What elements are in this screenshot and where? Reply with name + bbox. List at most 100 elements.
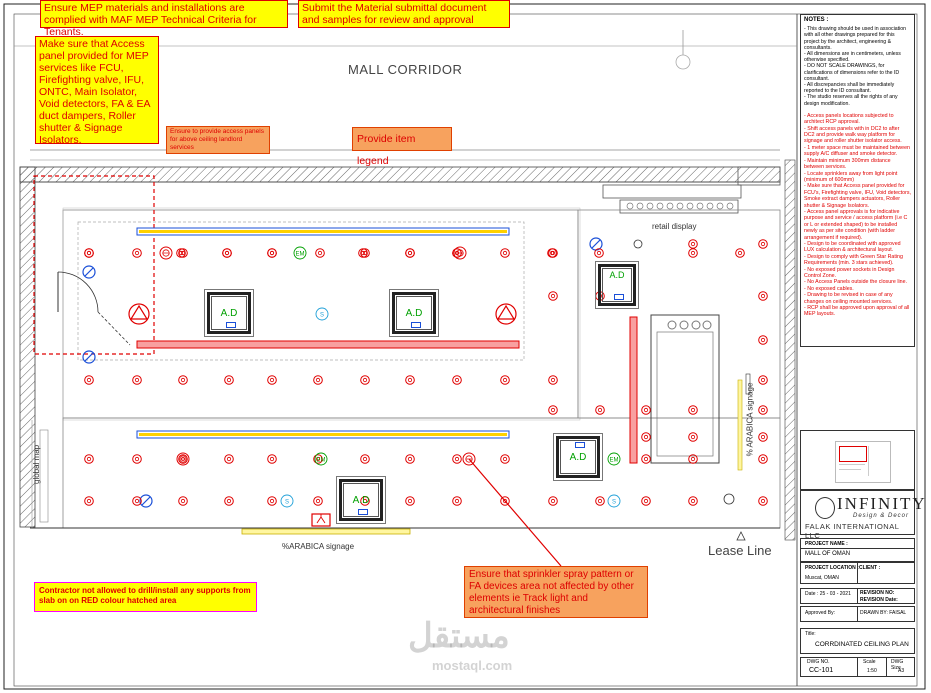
dwg-size-label: DWG Size: [891, 659, 904, 671]
downlight-icon: [315, 248, 325, 258]
general-note-item: - All dimensions are in centimeters, unl…: [804, 51, 901, 64]
downlight-icon: [178, 496, 188, 506]
downlight-icon: [548, 405, 558, 415]
revision-date-label: REVISION Date:: [860, 597, 898, 603]
project-location-block: PROJECT LOCATION : CLIENT : Muscat, OMAN: [800, 562, 915, 584]
downlight-icon: [132, 496, 142, 506]
downlight-icon: [758, 405, 768, 415]
comment-note-item: - No Access Panels outside the closure l…: [804, 279, 908, 286]
downlight-icon: [688, 405, 698, 415]
access-panel-label: A.D: [609, 270, 625, 280]
company-tagline: Design & Decor: [853, 513, 910, 519]
downlight-icon: [132, 454, 142, 464]
downlight-icon: [405, 248, 415, 258]
downlight-icon: [176, 248, 186, 258]
key-plan: [800, 430, 915, 490]
downlight-icon: [548, 248, 558, 258]
downlight-icon: [688, 432, 698, 442]
downlight-icon: [267, 248, 277, 258]
title-label: Title:: [805, 631, 816, 637]
downlight-icon: [758, 432, 768, 442]
svg-text:S: S: [285, 499, 289, 505]
emergency-light-icon: EM: [607, 452, 621, 466]
downlight-icon: [224, 454, 234, 464]
downlight-icon: [132, 248, 142, 258]
downlight-icon: [84, 496, 94, 506]
scale-label: Scale: [863, 659, 876, 665]
speaker-icon: S: [607, 494, 621, 508]
downlight-icon: [595, 405, 605, 415]
downlight-icon: [548, 375, 558, 385]
comment-note-item: - RCP shall be approved upon approval of…: [804, 305, 910, 318]
global-map-label: global map: [32, 444, 41, 484]
general-note-item: - All discrepancies shall be immediately…: [804, 82, 895, 95]
approved-by-label: Approved By:: [805, 610, 836, 616]
project-location-label: PROJECT LOCATION :: [805, 565, 859, 571]
note-access-panels-mep: Make sure that Access panel provided for…: [35, 36, 159, 146]
dwg-size-value: A3: [898, 668, 905, 674]
notes-title: NOTES :: [804, 17, 829, 23]
downlight-icon: [500, 454, 510, 464]
dwg-no-label: DWG NO.: [807, 659, 830, 665]
access-panel-label: A.D: [405, 308, 423, 319]
downlight-icon: [758, 375, 768, 385]
comment-note-item: - Drawing to be revised in case of any c…: [804, 292, 893, 305]
downlight-icon: [758, 291, 768, 301]
drawing-title: CORRDINATED CEILING PLAN: [815, 641, 909, 648]
downlight-icon: [360, 454, 370, 464]
downlight-icon: [224, 375, 234, 385]
comment-note-item: - Maintain minimum 300mm distance betwee…: [804, 157, 891, 171]
downlight-icon: [758, 454, 768, 464]
downlight-icon: [688, 239, 698, 249]
downlight-icon: [132, 375, 142, 385]
downlight-icon: [641, 405, 651, 415]
sprinkler-icon: [176, 452, 190, 466]
note-material-submittal: Submit the Material submittal document a…: [298, 0, 510, 28]
downlight-icon: [84, 454, 94, 464]
watermark-arabic: مستقل: [408, 617, 510, 655]
sprinkler-icon: [159, 246, 173, 260]
comment-note-item: - Make sure that Access panel provided f…: [804, 183, 911, 209]
downlight-icon: [224, 496, 234, 506]
access-panel-2: A.D: [389, 289, 439, 337]
comment-note-item: - 1 meter space must be maintained betwe…: [804, 144, 910, 158]
downlight-icon: [178, 375, 188, 385]
downlight-icon: [641, 496, 651, 506]
downlight-icon: [548, 291, 558, 301]
downlight-icon: [500, 248, 510, 258]
downlight-icon: [452, 496, 462, 506]
drawing-title-block: Title: CORRDINATED CEILING PLAN: [800, 628, 915, 654]
sprinkler-icon: [453, 246, 467, 260]
comment-note-item: - Design to comply with Green Star Ratin…: [804, 253, 903, 267]
project-name-label: PROJECT NAME :: [805, 541, 848, 547]
svg-text:EM: EM: [610, 457, 619, 463]
comment-note-item: - No exposed power sockets in Design Con…: [804, 266, 895, 279]
note-landlord-access: Ensure to provide access panels for abov…: [166, 126, 270, 154]
company-name: INFINITY: [837, 494, 927, 513]
speaker-icon: S: [280, 494, 294, 508]
downlight-icon: [452, 375, 462, 385]
access-panel-label: A.D: [352, 495, 370, 506]
access-panel-5: A.D: [336, 476, 386, 524]
access-panel-label: A.D: [569, 452, 587, 463]
downlight-icon: [267, 375, 277, 385]
approved-by-block: Approved By: DRAWN BY: FAISAL: [800, 606, 915, 622]
dwg-no-value: CC-101: [809, 667, 834, 674]
general-note-item: - This drawing should be used in associa…: [804, 26, 906, 51]
downlight-icon: [688, 496, 698, 506]
downlight-icon: [84, 248, 94, 258]
drawing-number-block: DWG NO. Scale DWG Size CC-101 1:50 A3: [800, 657, 915, 677]
note-item-legend: Provide item legend: [352, 127, 452, 167]
sprinkler-icon: [462, 452, 476, 466]
company-logo-block: INFINITY Design & Decor FALAK INTERNATIO…: [800, 490, 925, 540]
watermark-latin: mostaql.com: [432, 658, 513, 673]
access-panel-3: A.D: [595, 261, 639, 309]
notes-panel: NOTES : - This drawing should be used in…: [800, 14, 915, 347]
comment-note-item: - Design to be coordinated with approved…: [804, 240, 901, 254]
downlight-icon: [405, 375, 415, 385]
access-panel-1: A.D: [204, 289, 254, 337]
comment-note-item: - Shift access panels with in DC2 to aft…: [804, 125, 902, 145]
downlight-icon: [313, 496, 323, 506]
mall-corridor-label: MALL CORRIDOR: [348, 62, 463, 77]
